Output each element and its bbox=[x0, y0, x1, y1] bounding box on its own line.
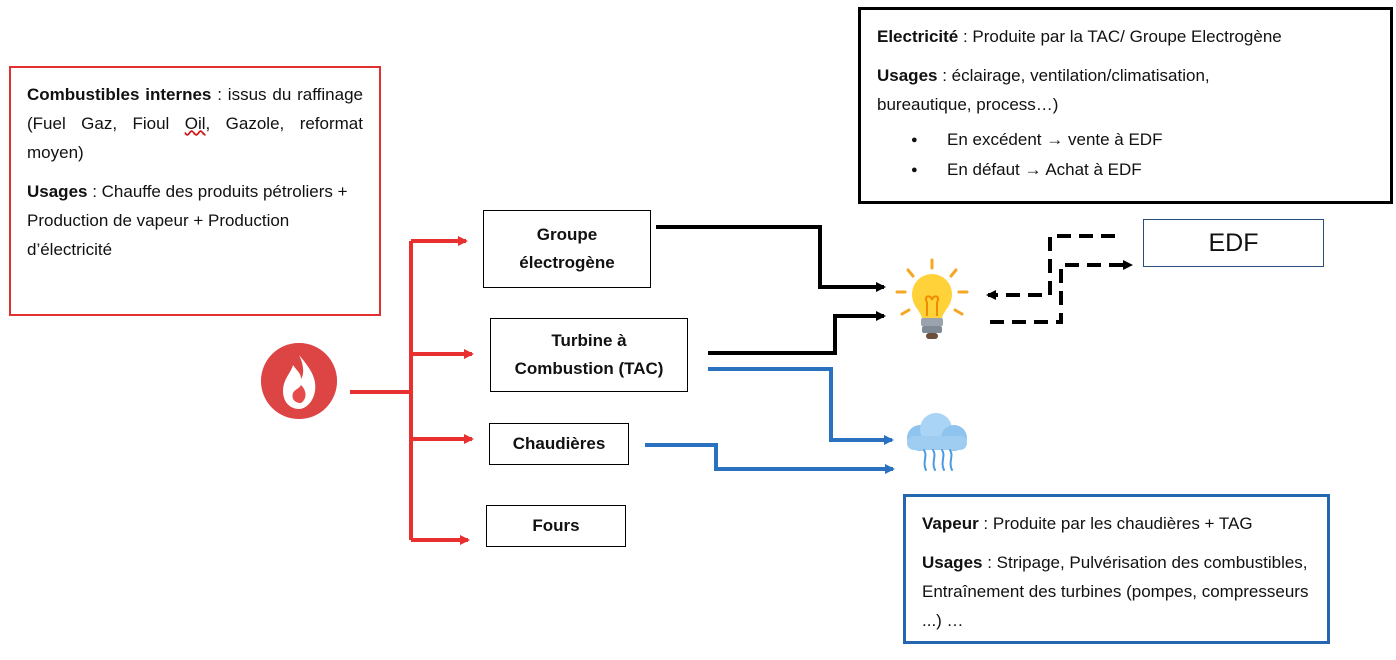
fuels-text-2: , Gazole, reformat moyen) bbox=[27, 114, 363, 162]
steam-flow-lines bbox=[645, 367, 895, 474]
arrow-groupe-to-bulb bbox=[656, 225, 886, 292]
electricity-usages: Usages : éclairage, ventilation/climatis… bbox=[877, 61, 1297, 119]
bullet-surplus: En excédent → vente à EDF bbox=[911, 125, 1374, 155]
steam-usages: Usages : Stripage, Pulvérisation des com… bbox=[922, 548, 1311, 635]
electricity-description: Electricité : Produite par la TAC/ Group… bbox=[877, 22, 1374, 51]
fuels-misspelled-word: Oil bbox=[184, 114, 206, 133]
bullet-deficit-rest: Achat à EDF bbox=[1045, 160, 1142, 179]
flame-caption: · · · · · bbox=[293, 429, 304, 434]
node-tac-line2: Combustion (TAC) bbox=[514, 359, 664, 378]
node-tac-line1: Turbine à bbox=[551, 331, 627, 350]
node-fours-label: Fours bbox=[532, 516, 580, 535]
node-chaudieres-label: Chaudières bbox=[512, 434, 606, 453]
steam-description: Vapeur : Produite par les chaudières + T… bbox=[922, 509, 1311, 538]
steam-cloud-icon bbox=[907, 413, 967, 471]
arrow-bulb-to-edf bbox=[990, 260, 1133, 324]
fuels-usages: Usages : Chauffe des produits pétroliers… bbox=[27, 177, 363, 264]
electricity-title: Electricité bbox=[877, 27, 959, 46]
fuel-flow-lines bbox=[350, 236, 474, 545]
arrow-edf-to-bulb bbox=[986, 234, 1115, 300]
node-chaudieres: Chaudières bbox=[489, 423, 629, 465]
arrow-tac-to-bulb bbox=[708, 311, 886, 355]
electricity-text: : Produite par la TAC/ Groupe Electrogèn… bbox=[958, 27, 1282, 46]
node-edf: EDF bbox=[1143, 219, 1324, 267]
node-fours: Fours bbox=[486, 505, 626, 547]
node-groupe-electrogene: Groupe électrogène bbox=[483, 210, 651, 288]
electricity-usages-text: : éclairage, ventilation/climatisation, … bbox=[877, 66, 1210, 114]
bullet-deficit-lead: En défaut bbox=[947, 160, 1020, 179]
flame-icon bbox=[261, 343, 337, 419]
steam-usages-text: : Stripage, Pulvérisation des combustibl… bbox=[922, 553, 1309, 630]
node-groupe-line2: électrogène bbox=[519, 253, 615, 272]
steam-description-box: Vapeur : Produite par les chaudières + T… bbox=[903, 494, 1330, 644]
fuels-description: Combustibles internes : issus du raffina… bbox=[27, 80, 363, 167]
steam-usages-label: Usages bbox=[922, 553, 983, 572]
fuels-description-box: Combustibles internes : issus du raffina… bbox=[9, 66, 381, 316]
fuels-usages-label: Usages bbox=[27, 182, 88, 201]
node-turbine-combustion: Turbine à Combustion (TAC) bbox=[490, 318, 688, 392]
fuels-usages-text: : Chauffe des produits pétroliers + Prod… bbox=[27, 182, 348, 259]
arrow-chaudieres-to-steam bbox=[645, 443, 895, 474]
lightbulb-icon bbox=[895, 258, 969, 339]
node-groupe-line1: Groupe bbox=[536, 225, 598, 244]
electricity-flow-lines bbox=[656, 225, 886, 355]
arrow-right-icon: → bbox=[1024, 160, 1042, 179]
arrow-tac-to-steam bbox=[708, 367, 894, 445]
bullet-deficit: En défaut → Achat à EDF bbox=[911, 155, 1374, 185]
bullet-surplus-rest: vente à EDF bbox=[1067, 130, 1163, 149]
electricity-description-box: Electricité : Produite par la TAC/ Group… bbox=[858, 7, 1393, 204]
edf-exchange-lines bbox=[986, 234, 1133, 324]
electricity-bullets: En excédent → vente à EDF En défaut → Ac… bbox=[877, 125, 1374, 185]
fuels-title: Combustibles internes bbox=[27, 85, 212, 104]
arrow-right-icon: → bbox=[1046, 130, 1064, 149]
electricity-usages-label: Usages bbox=[877, 66, 938, 85]
fuels-text-1: : issus du raffinage (Fuel Gaz, Fioul bbox=[27, 85, 363, 133]
steam-text: : Produite par les chaudières + TAG bbox=[978, 514, 1253, 533]
steam-title: Vapeur bbox=[922, 514, 979, 533]
node-edf-label: EDF bbox=[1208, 228, 1259, 257]
bullet-surplus-lead: En excédent bbox=[947, 130, 1042, 149]
